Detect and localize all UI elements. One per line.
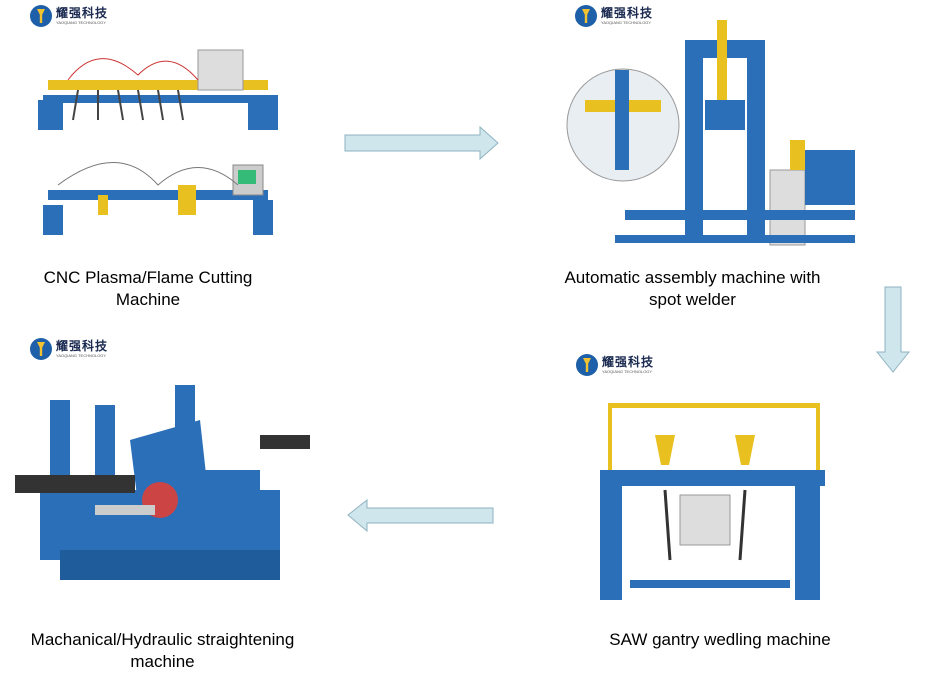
assembly-machine-image — [566, 20, 855, 246]
straightening-machine-image — [15, 385, 310, 580]
step-caption-saw-gantry-welding: SAW gantry wedling machine — [609, 630, 831, 649]
arrow-right-icon — [344, 126, 499, 160]
arrow-left-icon — [347, 499, 494, 532]
cnc-cutting-machine-image — [38, 49, 278, 235]
saw-gantry-welding-machine-image — [600, 403, 825, 600]
arrow-down-icon — [876, 286, 910, 373]
